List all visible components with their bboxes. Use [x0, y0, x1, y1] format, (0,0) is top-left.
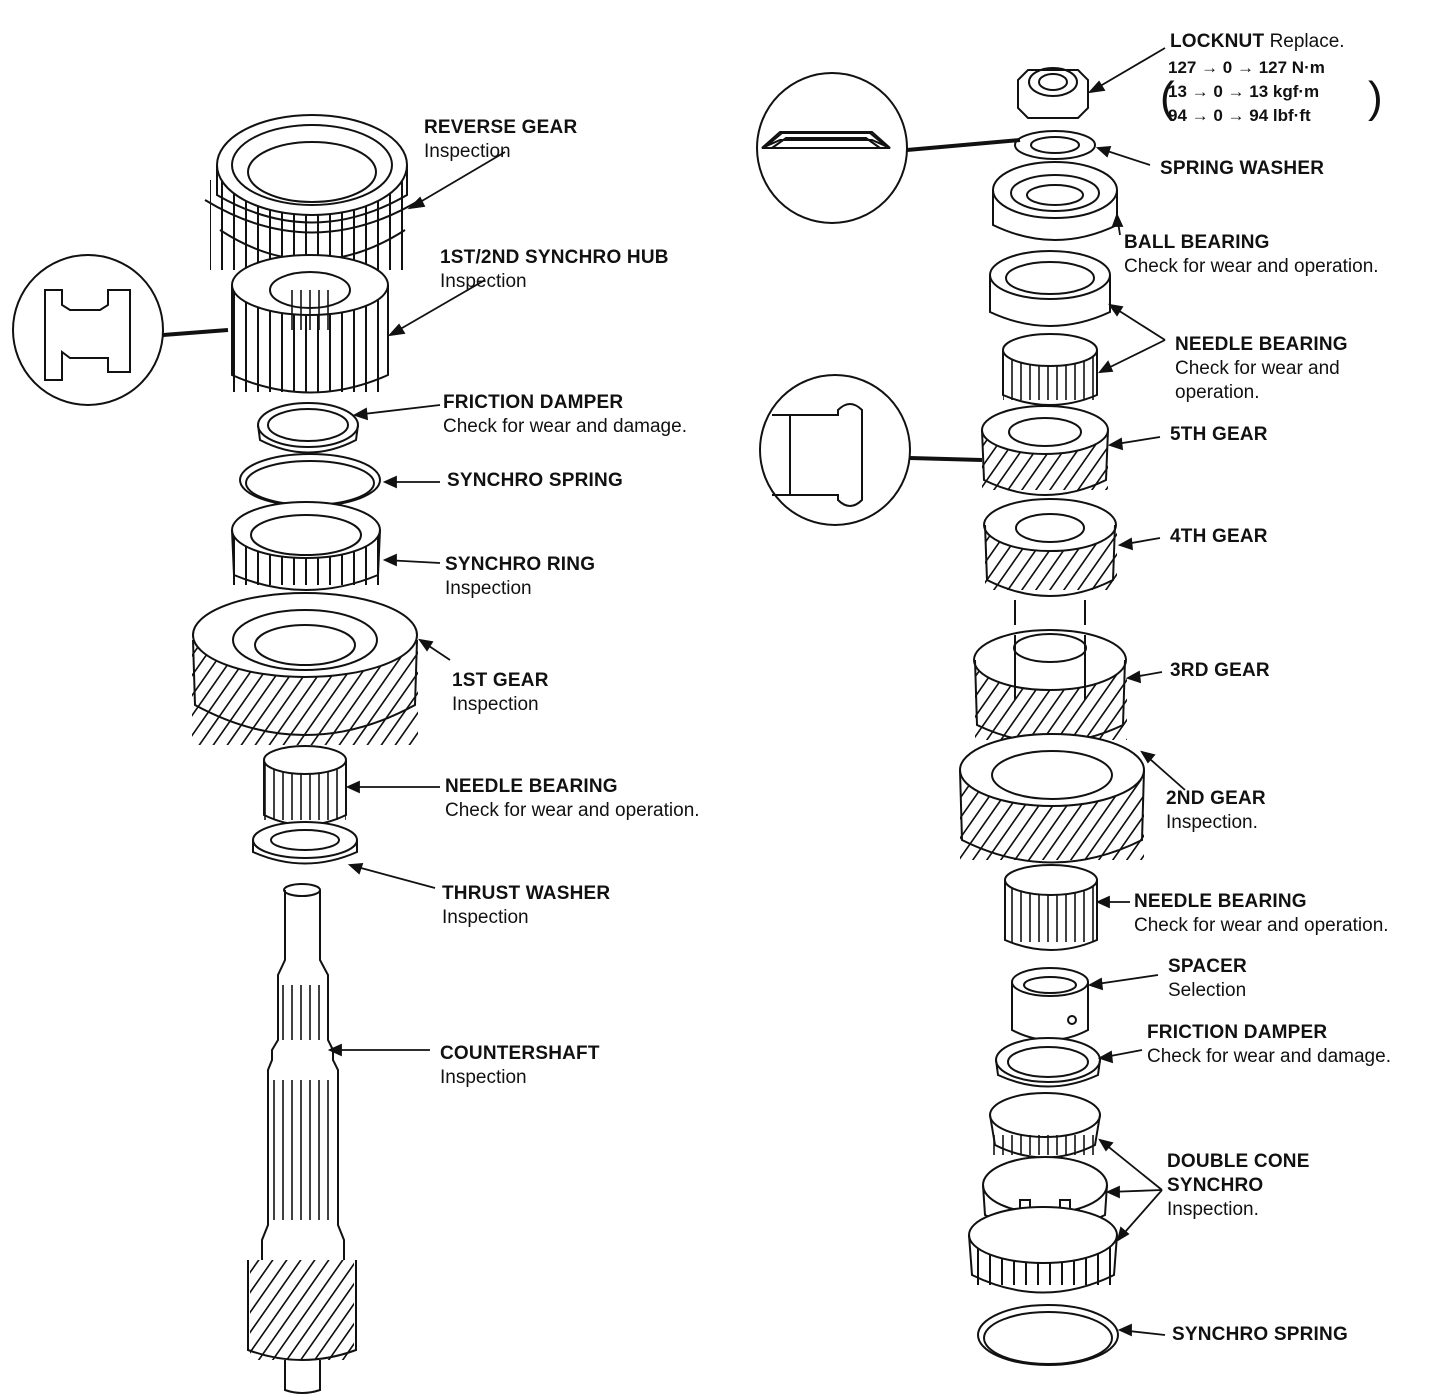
spacer — [1012, 968, 1088, 1040]
thrust-washer — [253, 822, 357, 864]
label-needle-bearing-left: NEEDLE BEARING Check for wear and operat… — [445, 776, 700, 821]
torque-kgfm: 13 → 0 → 13 kgf·m — [1168, 82, 1320, 101]
needle-bearing-top — [1003, 334, 1098, 405]
countershaft — [248, 884, 356, 1393]
fourth-gear — [984, 499, 1117, 625]
needle-bearing-top-race — [990, 251, 1110, 326]
synchro-hub — [232, 255, 388, 393]
second-gear — [960, 734, 1144, 863]
torque-lbfft: 94 → 0 → 94 lbf·ft — [1168, 106, 1311, 125]
synchro-spring-left — [240, 454, 380, 506]
left-leaders — [330, 152, 505, 1055]
friction-damper-left — [258, 403, 358, 453]
third-gear — [974, 630, 1127, 743]
reverse-gear — [205, 115, 420, 270]
label-synchro-spring-left: SYNCHRO SPRING — [447, 470, 623, 491]
label-spring-washer: SPRING WASHER — [1160, 158, 1325, 179]
first-gear — [192, 593, 418, 745]
label-first-gear: 1ST GEAR Inspection — [452, 670, 549, 715]
label-countershaft: COUNTERSHAFT Inspection — [440, 1043, 600, 1088]
detail-circle-washer — [757, 73, 1020, 223]
double-cone-synchro — [968, 1093, 1118, 1293]
fifth-gear — [982, 406, 1108, 495]
right-leaders — [1090, 48, 1185, 1335]
label-synchro-ring: SYNCHRO RING Inspection — [445, 554, 596, 599]
label-friction-damper-right: FRICTION DAMPER Check for wear and damag… — [1147, 1022, 1391, 1067]
label-synchro-hub: 1ST/2ND SYNCHRO HUB Inspection — [440, 247, 669, 292]
synchro-spring-right — [978, 1305, 1118, 1365]
label-synchro-spring-right: SYNCHRO SPRING — [1172, 1324, 1348, 1345]
paren-open: ( — [1160, 73, 1175, 122]
paren-close: ) — [1368, 73, 1383, 122]
label-ball-bearing: BALL BEARING Check for wear and operatio… — [1124, 232, 1379, 277]
needle-bearing-left — [264, 746, 346, 825]
torque-spec: ( ) 127 → 0 → 127 N·m 13 → 0 → 13 kgf·m … — [1160, 56, 1383, 128]
label-reverse-gear: REVERSE GEAR Inspection — [424, 117, 578, 162]
label-needle-bearing-top: NEEDLE BEARING Check for wear and operat… — [1175, 334, 1348, 403]
label-locknut: LOCKNUT Replace. — [1170, 31, 1345, 52]
synchro-ring — [232, 502, 380, 590]
label-thrust-washer: THRUST WASHER Inspection — [442, 883, 611, 928]
friction-damper-right — [996, 1038, 1100, 1087]
detail-circle-gear — [760, 375, 982, 525]
label-needle-bearing-bottom: NEEDLE BEARING Check for wear and operat… — [1134, 891, 1389, 936]
needle-bearing-bottom — [1005, 865, 1097, 950]
label-fourth-gear: 4TH GEAR — [1170, 526, 1268, 547]
locknut — [1018, 68, 1088, 118]
label-double-cone-synchro: DOUBLE CONE SYNCHRO Inspection. — [1167, 1151, 1310, 1220]
ball-bearing — [993, 162, 1117, 240]
detail-circle-hub — [13, 255, 228, 405]
torque-nm: 127 → 0 → 127 N·m — [1168, 58, 1325, 77]
label-third-gear: 3RD GEAR — [1170, 660, 1270, 681]
label-fifth-gear: 5TH GEAR — [1170, 424, 1268, 445]
label-spacer: SPACER Selection — [1168, 956, 1247, 1001]
label-friction-damper-left: FRICTION DAMPER Check for wear and damag… — [443, 392, 687, 437]
spring-washer — [1015, 131, 1095, 159]
label-second-gear: 2ND GEAR Inspection. — [1166, 788, 1266, 833]
